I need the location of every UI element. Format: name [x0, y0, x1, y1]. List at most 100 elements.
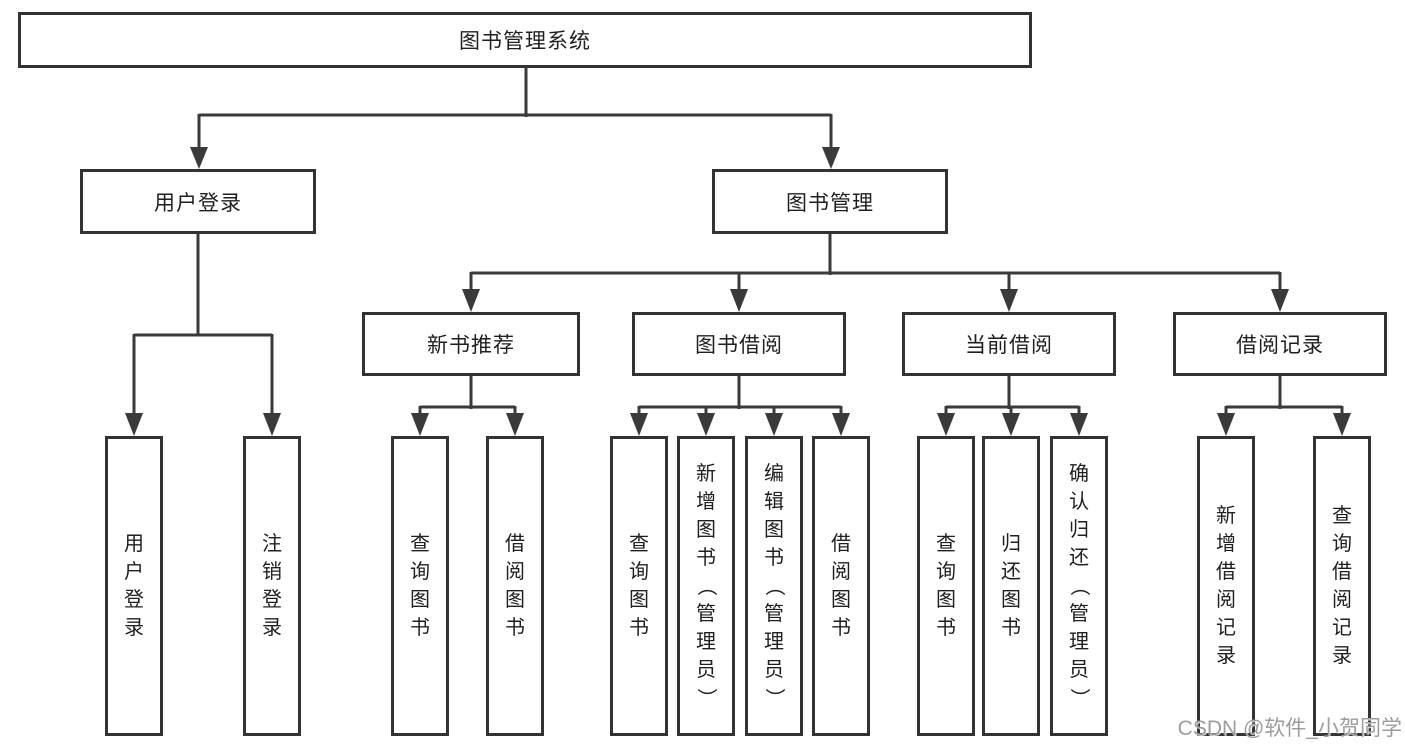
- vertical-glyph: 阅: [505, 561, 525, 583]
- node-borrow-books-recommend: 借阅图书: [486, 436, 544, 736]
- node-library-system: 图书管理系统: [18, 12, 1032, 68]
- csdn-watermark: CSDN @软件_小贺同学: [1177, 717, 1402, 740]
- vertical-glyph: ）: [763, 688, 785, 708]
- vertical-glyph: 员: [696, 659, 716, 681]
- arrow-down-icon: [832, 413, 850, 436]
- vertical-glyph: 管: [764, 603, 784, 625]
- vertical-glyph: 书: [764, 547, 784, 569]
- vertical-glyph: 注: [262, 533, 282, 555]
- vertical-glyph: 查: [629, 533, 649, 555]
- arrow-down-icon: [1000, 289, 1018, 312]
- vertical-glyph: 查: [410, 533, 430, 555]
- vertical-glyph: 图: [764, 519, 784, 541]
- node-query-books-borrow: 查询图书: [610, 436, 668, 736]
- vertical-glyph: ）: [1068, 688, 1090, 708]
- vertical-glyph: 管: [696, 603, 716, 625]
- vertical-glyph: 记: [1332, 617, 1352, 639]
- arrow-down-icon: [462, 289, 480, 312]
- vertical-glyph: 归: [1001, 533, 1021, 555]
- arrow-down-icon: [1271, 289, 1289, 312]
- node-query-borrow-record: 查询借阅记录: [1313, 436, 1371, 736]
- vertical-glyph: 录: [1332, 645, 1352, 667]
- node-add-borrow-record: 新增借阅记录: [1197, 436, 1255, 736]
- arrow-down-icon: [630, 413, 648, 436]
- node-query-books-current: 查询图书: [917, 436, 975, 736]
- vertical-glyph: 查: [936, 533, 956, 555]
- node-book-borrow: 图书借阅: [632, 312, 846, 376]
- vertical-glyph: （: [763, 576, 785, 596]
- arrow-down-icon: [506, 413, 524, 436]
- vertical-glyph: 录: [1216, 645, 1236, 667]
- vertical-glyph: 员: [764, 659, 784, 681]
- vertical-glyph: 询: [629, 561, 649, 583]
- vertical-glyph: 书: [696, 547, 716, 569]
- vertical-glyph: 询: [936, 561, 956, 583]
- arrow-down-icon: [411, 413, 429, 436]
- arrow-down-icon: [190, 147, 208, 169]
- vertical-glyph: 确: [1069, 463, 1089, 485]
- vertical-glyph: 录: [124, 617, 144, 639]
- arrow-down-icon: [263, 413, 281, 436]
- arrow-down-icon: [1333, 413, 1351, 436]
- vertical-glyph: 借: [1332, 561, 1352, 583]
- node-user-login-leaf: 用户登录: [105, 436, 163, 736]
- vertical-glyph: 录: [262, 617, 282, 639]
- vertical-glyph: 理: [696, 631, 716, 653]
- vertical-glyph: 借: [505, 533, 525, 555]
- vertical-glyph: 还: [1069, 547, 1089, 569]
- vertical-glyph: 图: [831, 589, 851, 611]
- arrow-down-icon: [730, 289, 748, 312]
- arrow-down-icon: [1070, 413, 1088, 436]
- vertical-glyph: 阅: [1332, 589, 1352, 611]
- vertical-glyph: 辑: [764, 491, 784, 513]
- vertical-glyph: 增: [1216, 533, 1236, 555]
- vertical-glyph: 阅: [831, 561, 851, 583]
- vertical-glyph: 编: [764, 463, 784, 485]
- node-query-books-recommend: 查询图书: [391, 436, 449, 736]
- vertical-glyph: 书: [831, 617, 851, 639]
- vertical-glyph: 记: [1216, 617, 1236, 639]
- vertical-glyph: 书: [936, 617, 956, 639]
- vertical-glyph: 书: [629, 617, 649, 639]
- vertical-glyph: 图: [410, 589, 430, 611]
- vertical-glyph: 询: [1332, 533, 1352, 555]
- arrow-down-icon: [697, 413, 715, 436]
- node-user-login: 用户登录: [80, 169, 316, 234]
- node-add-book-admin: 新增图书（管理员）: [677, 436, 735, 736]
- vertical-glyph: 员: [1069, 659, 1089, 681]
- vertical-glyph: （: [1068, 576, 1090, 596]
- vertical-glyph: 书: [505, 617, 525, 639]
- node-borrow-books-leaf: 借阅图书: [812, 436, 870, 736]
- node-borrow-records: 借阅记录: [1173, 312, 1387, 376]
- vertical-glyph: 增: [696, 491, 716, 513]
- node-logout-leaf: 注销登录: [243, 436, 301, 736]
- vertical-glyph: 登: [262, 589, 282, 611]
- arrow-down-icon: [822, 147, 840, 169]
- vertical-glyph: 询: [410, 561, 430, 583]
- vertical-glyph: 借: [831, 533, 851, 555]
- node-current-borrow: 当前借阅: [902, 312, 1116, 376]
- vertical-glyph: 阅: [1216, 589, 1236, 611]
- vertical-glyph: 书: [1001, 617, 1021, 639]
- vertical-glyph: 书: [410, 617, 430, 639]
- node-confirm-return-admin: 确认归还（管理员）: [1050, 436, 1108, 736]
- arrow-down-icon: [1217, 413, 1235, 436]
- arrow-down-icon: [765, 413, 783, 436]
- vertical-glyph: 销: [262, 561, 282, 583]
- vertical-glyph: （: [695, 576, 717, 596]
- vertical-glyph: 理: [1069, 631, 1089, 653]
- vertical-glyph: 图: [696, 519, 716, 541]
- arrow-down-icon: [937, 413, 955, 436]
- vertical-glyph: 登: [124, 589, 144, 611]
- arrow-down-icon: [125, 413, 143, 436]
- vertical-glyph: 查: [1332, 505, 1352, 527]
- vertical-glyph: ）: [695, 688, 717, 708]
- vertical-glyph: 新: [1216, 505, 1236, 527]
- node-edit-book-admin: 编辑图书 （ 管理员 ）: [745, 436, 803, 736]
- vertical-glyph: 用: [124, 533, 144, 555]
- vertical-glyph: 理: [764, 631, 784, 653]
- node-book-management: 图书管理: [712, 169, 948, 234]
- vertical-glyph: 户: [124, 561, 144, 583]
